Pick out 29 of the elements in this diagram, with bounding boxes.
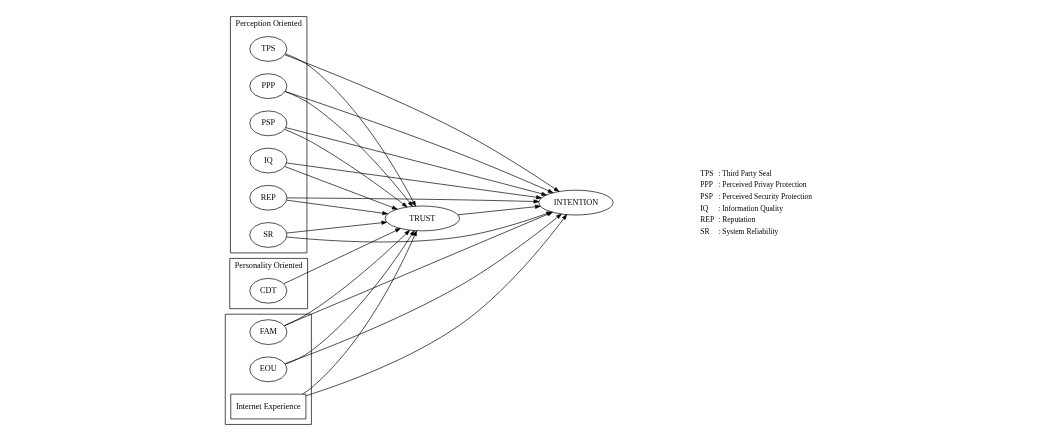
label: TPS xyxy=(699,168,713,178)
arrow xyxy=(284,230,415,365)
arrow xyxy=(283,166,398,210)
label: : Perceived Security Protection xyxy=(717,192,812,201)
label: : Reputation xyxy=(717,215,755,225)
arrow xyxy=(457,204,541,216)
arrow xyxy=(285,220,387,234)
arrow xyxy=(284,91,413,207)
arrow xyxy=(284,54,559,192)
label: IQ xyxy=(699,203,708,213)
arrow xyxy=(283,129,407,208)
label: : Information Quality xyxy=(717,203,783,213)
arrow xyxy=(284,53,416,207)
label: : Third Party Seal xyxy=(717,168,772,178)
arrow xyxy=(286,197,539,204)
label: : Perceived Privay Protection xyxy=(717,180,807,190)
arrow xyxy=(305,214,567,397)
cluster xyxy=(224,313,312,425)
arrow xyxy=(284,91,553,194)
label: SR xyxy=(699,227,710,237)
arrow xyxy=(301,230,417,395)
arrow xyxy=(285,127,547,196)
arrow xyxy=(285,162,542,200)
label: : System Reliability xyxy=(717,227,778,237)
label: PSP xyxy=(699,192,713,201)
arrow xyxy=(283,228,401,285)
arrow xyxy=(285,199,388,216)
label: REP xyxy=(699,215,714,225)
label: PPP xyxy=(699,180,713,190)
